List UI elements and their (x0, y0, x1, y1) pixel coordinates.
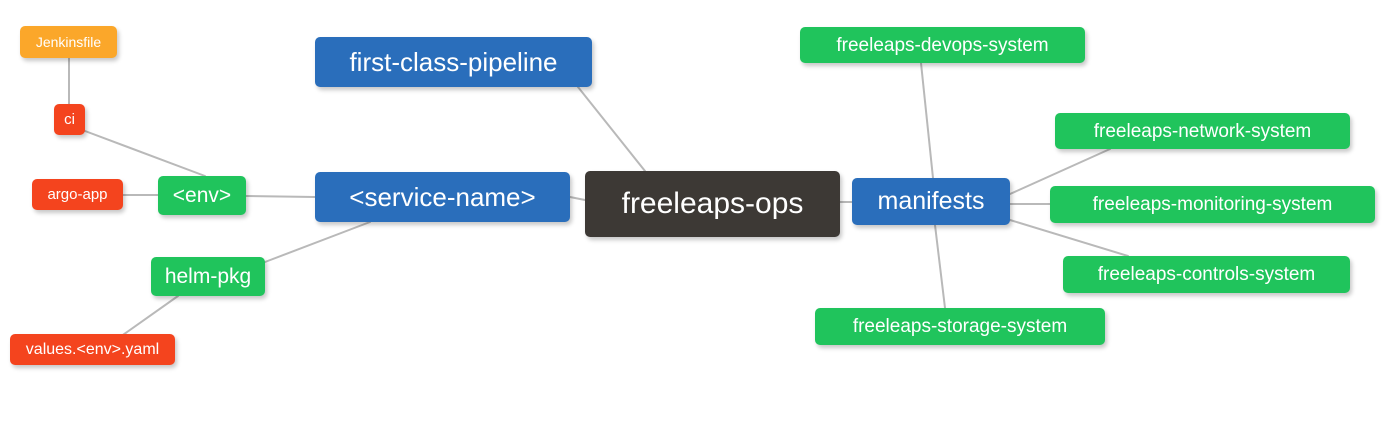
edge-freeleaps-ops-to-first-class-pipeline (577, 86, 646, 172)
edge-service-name-to-env (245, 195, 316, 198)
mindmap-node-freeleaps-storage-system[interactable]: freeleaps-storage-system (815, 308, 1105, 345)
mindmap-node-freeleaps-ops[interactable]: freeleaps-ops (585, 171, 840, 237)
mindmap-node-label: freeleaps-storage-system (852, 316, 1068, 337)
mindmap-node-values-env-yaml[interactable]: values.<env>.yaml (10, 334, 175, 365)
mindmap-node-label: freeleaps-monitoring-system (1092, 194, 1333, 215)
mindmap-node-freeleaps-devops-system[interactable]: freeleaps-devops-system (800, 27, 1085, 63)
mindmap-node-label: Jenkinsfile (35, 34, 102, 50)
mindmap-node-label: freeleaps-network-system (1093, 120, 1312, 142)
mindmap-node-label: freeleaps-controls-system (1097, 264, 1316, 285)
edge-service-name-to-helm-pkg (264, 221, 371, 263)
mindmap-node-freeleaps-monitoring-system[interactable]: freeleaps-monitoring-system (1050, 186, 1375, 223)
mindmap-node-label: freeleaps-devops-system (836, 34, 1049, 56)
mindmap-node-label: <env> (172, 184, 232, 207)
mindmap-node-label: argo-app (47, 186, 108, 203)
mindmap-node-label: helm-pkg (164, 265, 252, 288)
mindmap-node-service-name[interactable]: <service-name> (315, 172, 570, 222)
mindmap-node-manifests[interactable]: manifests (852, 178, 1010, 225)
edge-manifests-to-freeleaps-devops-system (920, 62, 934, 179)
edge-env-to-ci (84, 130, 206, 177)
mindmap-node-label: ci (64, 111, 75, 128)
edge-freeleaps-ops-to-service-name (569, 196, 586, 201)
mindmap-node-label: manifests (877, 187, 985, 215)
edge-helm-pkg-to-values-env-yaml (119, 295, 179, 338)
mindmap-node-helm-pkg[interactable]: helm-pkg (151, 257, 265, 296)
edge-manifests-to-freeleaps-storage-system (934, 224, 946, 309)
mindmap-node-freeleaps-network-system[interactable]: freeleaps-network-system (1055, 113, 1350, 149)
mindmap-node-first-class-pipeline[interactable]: first-class-pipeline (315, 37, 592, 87)
mindmap-node-env[interactable]: <env> (158, 176, 246, 215)
mindmap-node-freeleaps-controls-system[interactable]: freeleaps-controls-system (1063, 256, 1350, 293)
mindmap-node-label: freeleaps-ops (621, 187, 804, 220)
mindmap-node-ci[interactable]: ci (54, 104, 85, 135)
mindmap-node-jenkinsfile[interactable]: Jenkinsfile (20, 26, 117, 58)
mindmap-node-argo-app[interactable]: argo-app (32, 179, 123, 210)
edge-manifests-to-freeleaps-controls-system (1009, 219, 1129, 257)
mindmap-node-label: values.<env>.yaml (25, 340, 160, 358)
mindmap-node-label: <service-name> (349, 182, 536, 212)
mindmap-node-label: first-class-pipeline (349, 47, 558, 77)
